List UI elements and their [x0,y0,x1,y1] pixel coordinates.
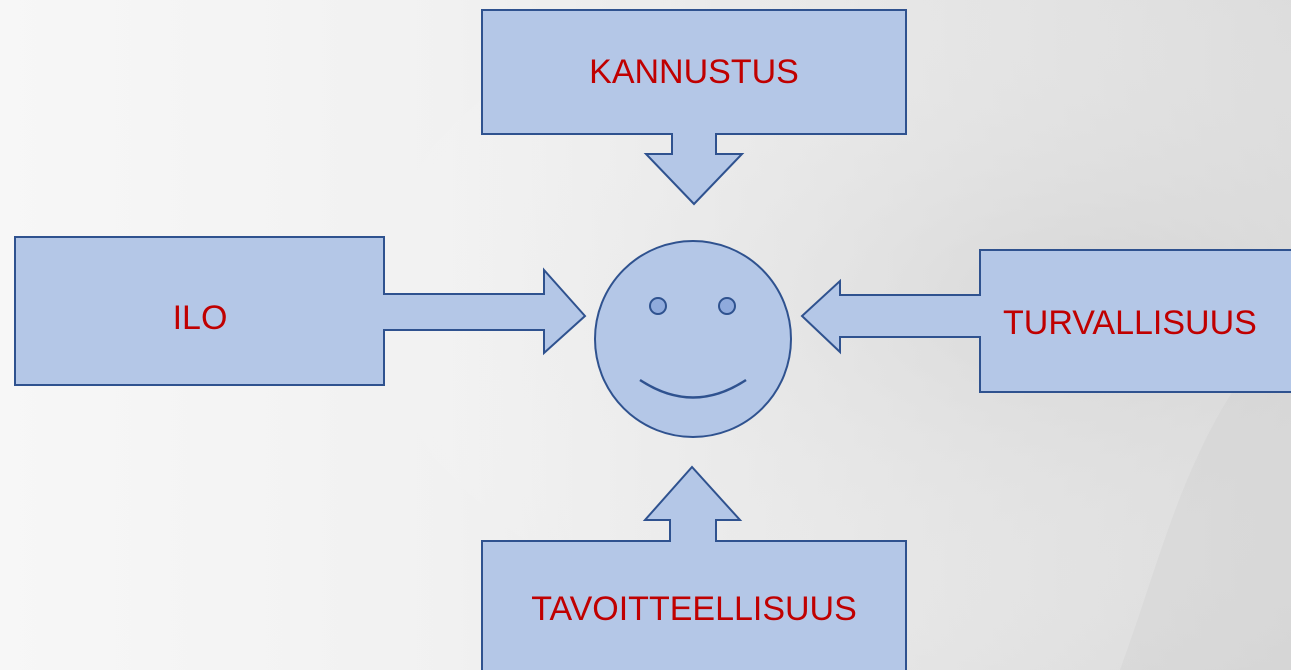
box-label-ilo: ILO [172,299,228,337]
smiley-face-icon [594,240,792,438]
box-label-tavoitteellisuus: TAVOITTEELLISUUS [531,590,857,628]
bottom-callout-box [481,465,907,670]
right-callout-box [800,249,1291,393]
box-label-kannustus: KANNUSTUS [589,53,799,91]
top-callout-box [481,9,907,206]
box-label-turvallisuus: TURVALLISUUS [1003,304,1257,342]
left-callout-box [14,236,587,386]
